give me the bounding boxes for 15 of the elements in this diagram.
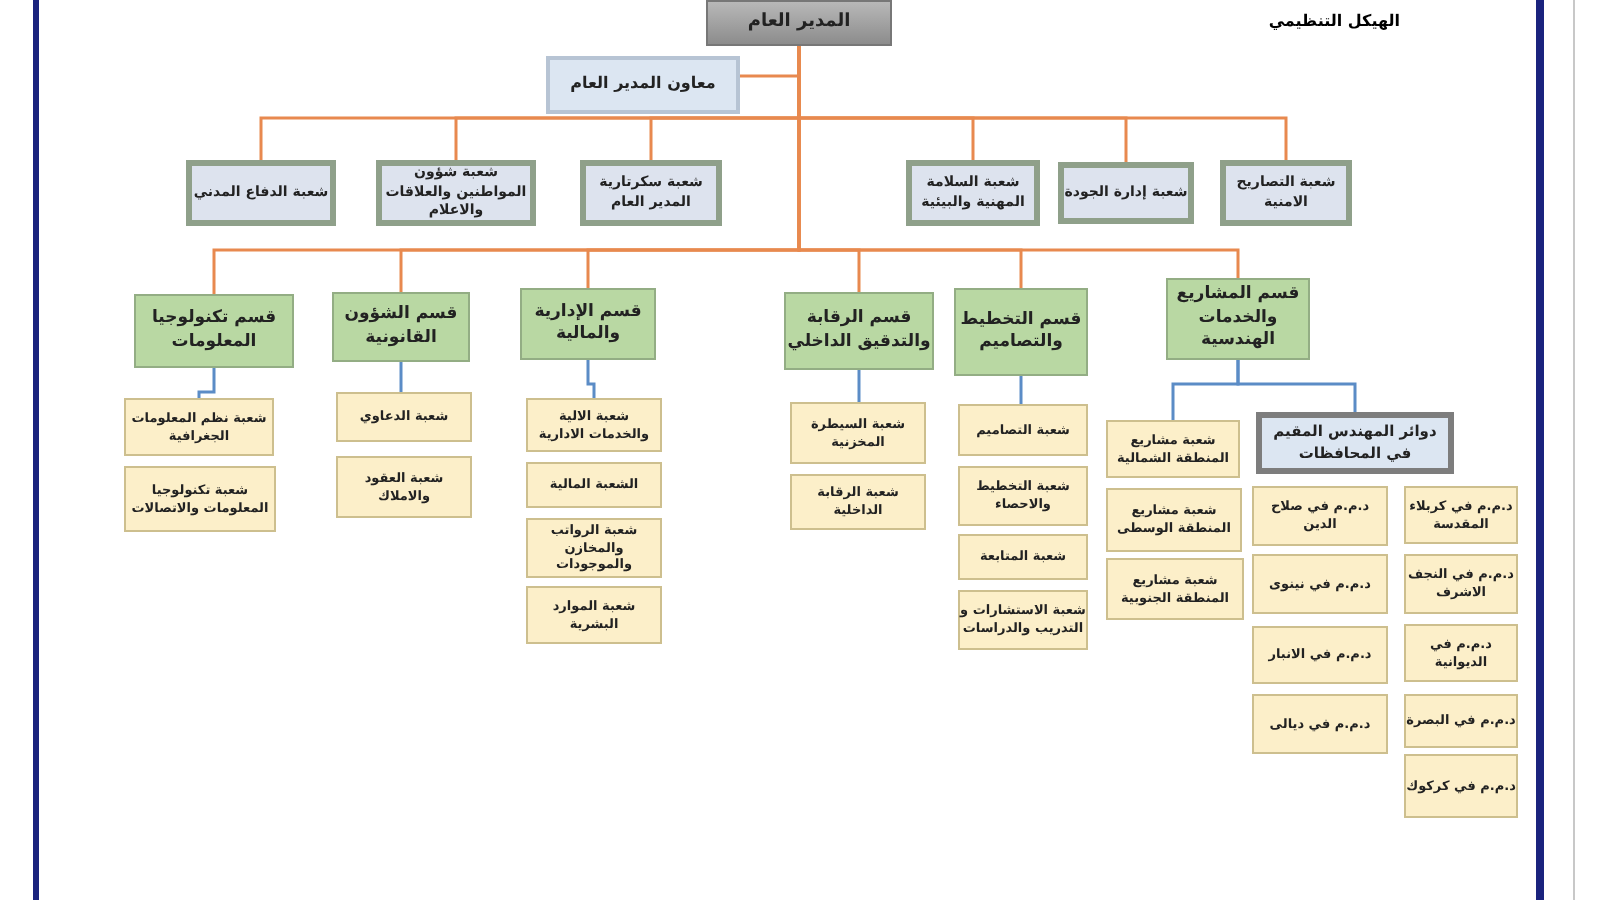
department-box: قسم الرقابة والتدقيق الداخلي	[784, 292, 934, 370]
deputy-box: معاون المدير العام	[546, 56, 740, 114]
connector-line	[857, 370, 861, 402]
connector-line	[1019, 376, 1023, 404]
connector-line	[399, 362, 403, 392]
chart-title: الهيكل التنظيمي	[1268, 12, 1400, 30]
director-box: المدير العام	[706, 0, 892, 46]
department-box: قسم المشاريع والخدمات الهندسية	[1166, 278, 1310, 360]
connector-line	[197, 368, 216, 398]
connector-line	[586, 360, 596, 398]
department-box: قسم الشؤون القانونية	[332, 292, 470, 362]
department-box: قسم التخطيط والتصاميم	[954, 288, 1088, 376]
department-box: قسم تكنولوجيا المعلومات	[134, 294, 294, 368]
department-box: قسم الإدارية والمالية	[520, 288, 656, 360]
connector-line	[1236, 360, 1357, 412]
